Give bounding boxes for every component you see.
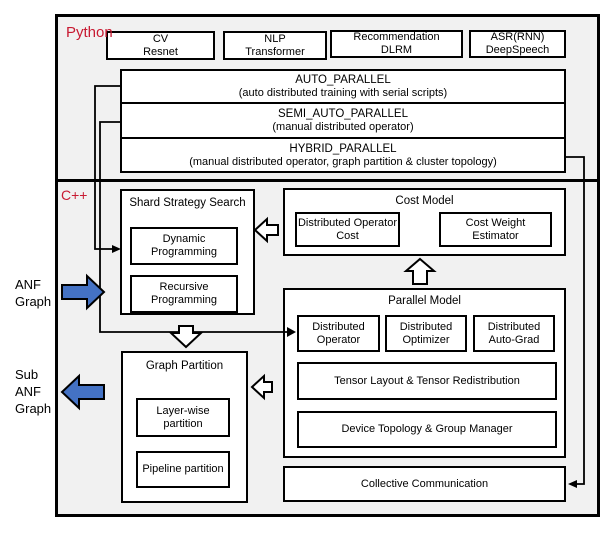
bar-hybrid-parallel-subtitle: (manual distributed operator, graph part… (189, 155, 497, 168)
distributed-auto-grad-box: Distributed Auto-Grad (473, 315, 555, 352)
distributed-operator-cost-label: Distributed Operator Cost (297, 216, 398, 242)
graph-partition-title: Graph Partition (145, 360, 224, 372)
collective-communication-box: Collective Communication (283, 466, 566, 502)
app-cv-line1: CV (152, 32, 169, 45)
cost-weight-estimator-box: Cost Weight Estimator (439, 212, 552, 247)
recursive-programming-label: Recursive Programming (150, 281, 218, 306)
app-box-nlp: NLP Transformer (223, 31, 327, 60)
bar-auto-parallel: AUTO_PARALLEL (auto distributed training… (120, 69, 566, 104)
device-topology-group-manager-box: Device Topology & Group Manager (297, 411, 557, 448)
parallel-model-title: Parallel Model (388, 295, 461, 307)
bar-semi-auto-parallel: SEMI_AUTO_PARALLEL (manual distributed o… (120, 102, 566, 139)
tensor-layout-redistribution-label: Tensor Layout & Tensor Redistribution (334, 374, 520, 387)
bar-semi-auto-parallel-subtitle: (manual distributed operator) (272, 121, 414, 133)
recursive-programming-box: Recursive Programming (130, 275, 238, 313)
cpp-section-label: C++ (61, 187, 88, 203)
distributed-operator-label: Distributed Operator (312, 320, 365, 346)
app-nlp-line1: NLP (264, 32, 286, 45)
layer-wise-partition-label: Layer-wise partition (156, 404, 210, 430)
bar-auto-parallel-subtitle: (auto distributed training with serial s… (238, 87, 448, 99)
bar-semi-auto-parallel-title: SEMI_AUTO_PARALLEL (278, 108, 408, 120)
app-rec-line2: DLRM (380, 44, 413, 56)
distributed-operator-cost-box: Distributed Operator Cost (295, 212, 400, 247)
pipeline-partition-box: Pipeline partition (136, 451, 230, 488)
pipeline-partition-label: Pipeline partition (142, 463, 224, 475)
collective-communication-label: Collective Communication (360, 477, 489, 490)
app-box-asr: ASR(RNN) DeepSpeech (469, 30, 566, 58)
device-topology-group-manager-label: Device Topology & Group Manager (341, 423, 513, 435)
shard-strategy-search-title: Shard Strategy Search (129, 197, 246, 209)
bar-auto-parallel-title: AUTO_PARALLEL (295, 74, 391, 86)
distributed-optimizer-label: Distributed Optimizer (399, 320, 453, 346)
tensor-layout-redistribution-box: Tensor Layout & Tensor Redistribution (297, 362, 557, 400)
anf-graph-label: ANF Graph (15, 277, 52, 309)
distributed-auto-grad-label: Distributed Auto-Grad (487, 320, 541, 346)
app-box-cv: CV Resnet (106, 31, 215, 60)
app-nlp-line2: Transformer (245, 45, 305, 58)
app-cv-line2: Resnet (143, 45, 178, 58)
app-asr-line2: DeepSpeech (485, 44, 550, 56)
distributed-operator-box: Distributed Operator (297, 315, 380, 352)
app-rec-line1: Recommendation (353, 31, 440, 43)
sub-anf-graph-label: Sub ANF Graph (15, 367, 52, 416)
dynamic-programming-label: Dynamic Programming (150, 233, 218, 258)
cost-weight-estimator-label: Cost Weight Estimator (465, 216, 526, 242)
app-asr-line1: ASR(RNN) (490, 31, 545, 43)
bar-hybrid-parallel: HYBRID_PARALLEL (manual distributed oper… (120, 137, 566, 173)
distributed-optimizer-box: Distributed Optimizer (385, 315, 467, 352)
layer-wise-partition-box: Layer-wise partition (136, 398, 230, 437)
python-section-label: Python (66, 24, 113, 41)
app-box-recommendation: Recommendation DLRM (330, 30, 463, 58)
dynamic-programming-box: Dynamic Programming (130, 227, 238, 265)
cost-model-title: Cost Model (395, 195, 454, 207)
bar-hybrid-parallel-title: HYBRID_PARALLEL (289, 142, 397, 155)
